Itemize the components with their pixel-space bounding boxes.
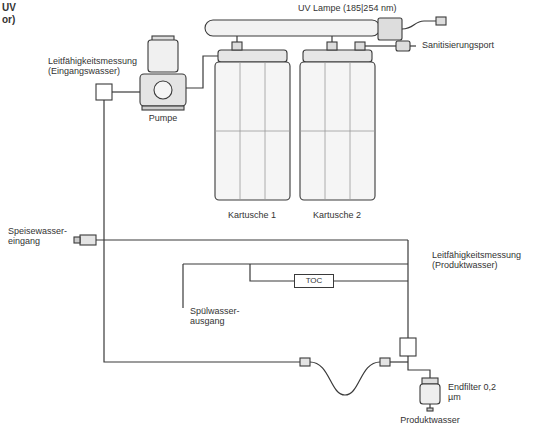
part-label: Sanitisierungsport — [422, 40, 494, 50]
return-pipe — [183, 263, 408, 264]
loop-pipe — [390, 361, 408, 362]
measurement-box: TOC — [294, 274, 335, 289]
part-label: Endfilter 0,2 µm — [448, 382, 498, 403]
product-pipe — [407, 240, 408, 338]
inlet-fitting — [80, 235, 96, 245]
inlet-nut — [74, 237, 80, 243]
uv-lamp-tube — [205, 20, 380, 36]
cartridge-body — [215, 62, 290, 200]
lamp-cable — [402, 21, 436, 29]
part-label: Pumpe — [149, 113, 178, 123]
feed-pipe — [96, 239, 408, 240]
cartridge-fitting — [327, 42, 337, 50]
part-label: Leitfähigkeitsmessung (Eingangswasser) — [48, 56, 144, 77]
part-label: Leitfähigkeitsmessung (Produktwasser) — [432, 250, 550, 271]
sanitization-pipe — [365, 45, 396, 46]
inlet-pipe — [112, 91, 140, 92]
part-label: Kartusche 2 — [313, 210, 361, 220]
uv-lamp-head — [378, 18, 402, 40]
hose-fitting — [380, 358, 390, 366]
filter-housing — [420, 384, 440, 404]
cartridge-fitting — [355, 42, 365, 50]
part-label: Produktwasser — [400, 415, 460, 425]
hose-loop — [310, 362, 380, 395]
conductivity-sensor — [400, 338, 416, 356]
conductivity-sensor — [96, 84, 112, 100]
cartridge-detail — [215, 62, 290, 200]
pump-foot — [142, 106, 184, 110]
cartridge-cap — [303, 50, 372, 62]
part-label: Spülwasser- ausgang — [190, 306, 248, 327]
cartridge-detail — [300, 62, 375, 200]
pump-motor — [140, 74, 186, 106]
cartridge-cap — [218, 50, 287, 62]
filter-fitting — [422, 378, 438, 384]
filter-pipe — [408, 356, 430, 378]
sanitization-stub — [410, 45, 416, 46]
pump-tank — [148, 40, 178, 72]
drain-pipe — [182, 264, 183, 308]
cartridge-fitting — [232, 42, 242, 50]
part-label: or) — [2, 14, 15, 26]
filter-nozzle — [427, 408, 433, 411]
part-label: UV Lampe (185|254 nm) — [298, 3, 396, 13]
part-label: Speisewasser- eingang — [8, 226, 78, 247]
part-label: UV — [2, 2, 16, 14]
pump-head — [154, 81, 172, 99]
cable-plug — [436, 17, 446, 25]
cartridge-body — [300, 62, 375, 200]
hose-fitting — [300, 358, 310, 366]
sanitization-valve — [396, 41, 410, 51]
pump-outlet-pipe — [185, 56, 218, 88]
part-label: Kartusche 1 — [228, 210, 276, 220]
box-text: TOC — [306, 277, 323, 286]
